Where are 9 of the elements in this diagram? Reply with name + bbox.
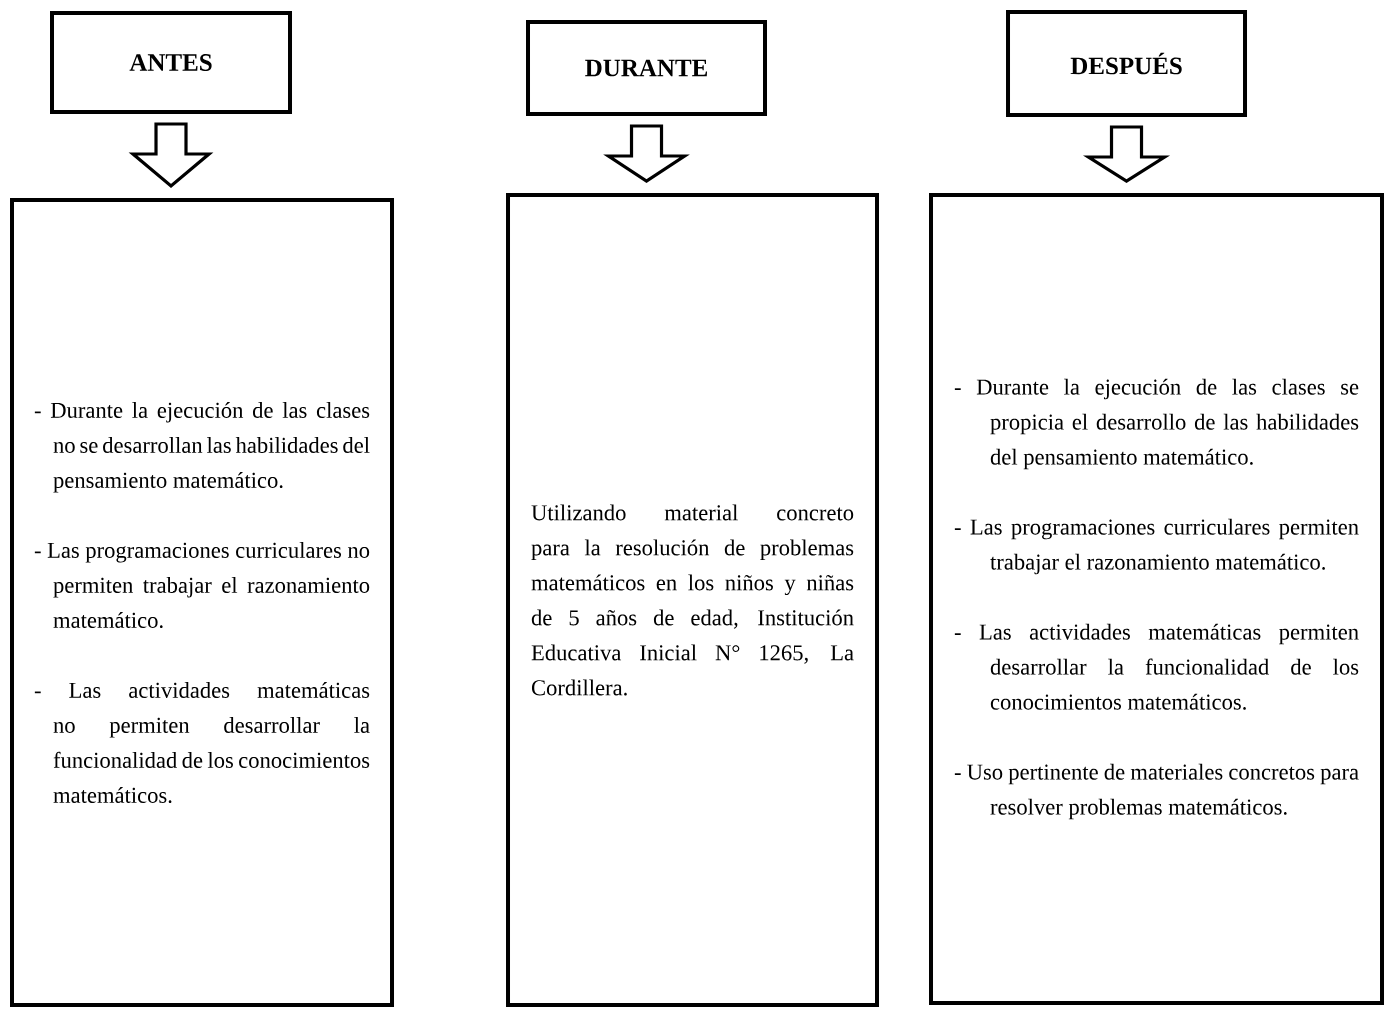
text-box: Utilizando material concreto para la resolución de problemas matemáticos en los niños y niñas de 5 años de edad, Institución Educativa Inicial N° 1265, La Cordillera. [506, 193, 879, 1007]
hollow-arrow [1083, 125, 1171, 183]
text-box: - Durante la ejecución de las clases no se desarrollan las habilidades del pensamiento matemático. - Las programaciones curriculares no permiten trabajar el razonamiento matemático. - Las actividades matemáticas no permiten desarrollar la funcionalidad de los conocimientos matemáticos. [10, 198, 394, 1007]
hollow-arrow [603, 124, 690, 183]
text-box: - Durante la ejecución de las clases se propicia el desarrollo de las habilidades del pensamiento matemático. - Las programaciones curriculares permiten trabajar el razonamiento matemático. - Las actividades matemáticas permiten desarrollar la funcionalidad de los conocimientos matemáticos. - Uso pertinente de materiales concretos para resolver problemas matemáticos. [929, 193, 1384, 1005]
heading-box: DURANTE [526, 20, 767, 116]
heading-box: ANTES [50, 11, 292, 114]
hollow-arrow [128, 122, 214, 189]
heading-box: DESPUÉS [1006, 10, 1247, 117]
